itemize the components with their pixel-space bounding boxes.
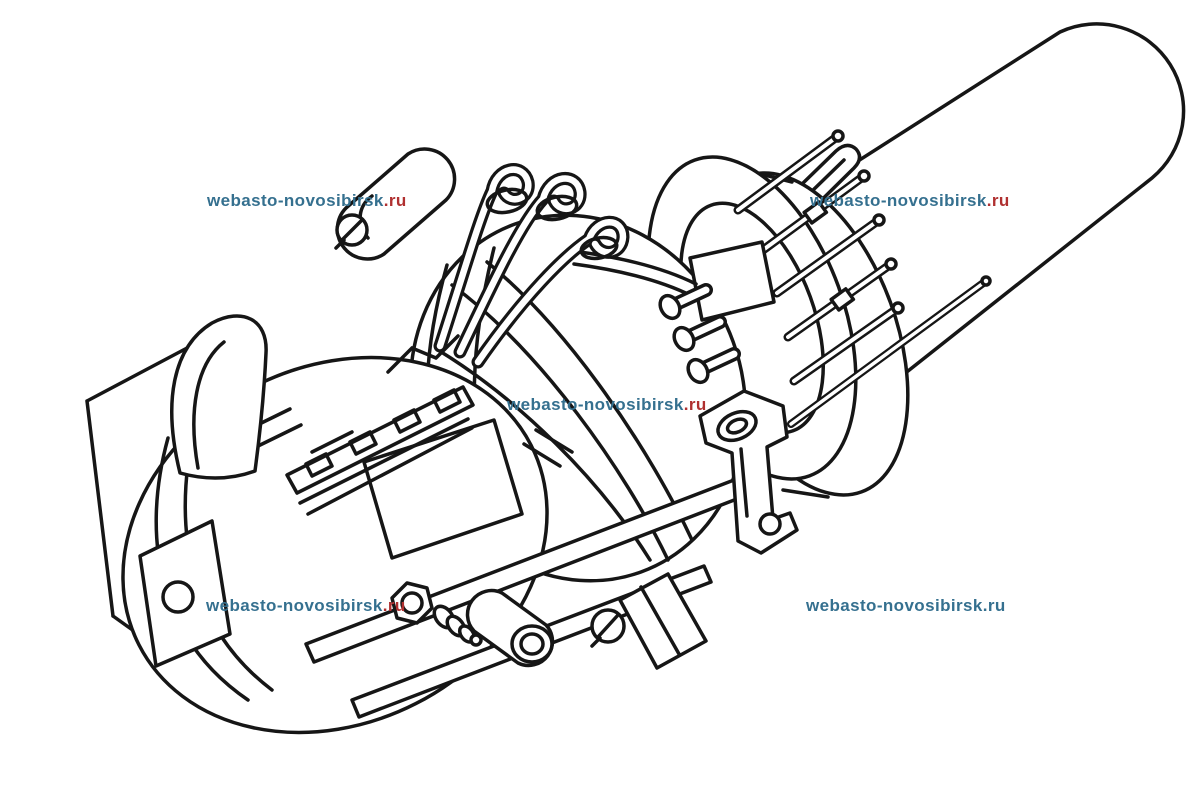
watermark-site-text: webasto-novosibirsk <box>507 395 684 414</box>
watermark-site-text: webasto-novosibirsk <box>806 596 983 615</box>
watermark-domain-suffix: .ru <box>383 191 407 210</box>
watermark-site-text: webasto-novosibirsk <box>207 191 384 210</box>
watermark-domain-suffix: .ru <box>986 191 1010 210</box>
screw-head <box>590 608 626 648</box>
watermark-bottom-left: webasto-novosibirsk.ru <box>206 597 406 614</box>
watermark-site-text: webasto-novosibirsk <box>206 596 383 615</box>
face-plate <box>138 519 232 668</box>
watermark-bottom-right: webasto-novosibirsk.ru <box>806 597 1006 614</box>
fuel-hoses-with-curled-fittings <box>433 163 630 369</box>
burner-tube <box>798 22 1186 392</box>
watermark-top-right: webasto-novosibirsk.ru <box>810 192 1010 209</box>
watermark-site-text: webasto-novosibirsk <box>810 191 987 210</box>
watermark-domain-suffix: .ru <box>683 395 707 414</box>
slotted-vent-rail <box>285 385 475 516</box>
curved-control-cover <box>170 314 268 480</box>
injector-plug-plate <box>572 240 776 385</box>
silencer-cylinder <box>465 588 555 668</box>
watermark-top-left: webasto-novosibirsk.ru <box>207 192 407 209</box>
watermark-center: webasto-novosibirsk.ru <box>507 396 707 413</box>
foot-bracket <box>618 572 708 670</box>
side-mounting-bracket <box>698 389 799 555</box>
solenoid-cylinder <box>334 147 457 261</box>
watermark-domain-suffix: .ru <box>382 596 406 615</box>
hex-fuel-fitting <box>390 581 483 647</box>
watermark-domain-suffix: .ru <box>982 596 1006 615</box>
